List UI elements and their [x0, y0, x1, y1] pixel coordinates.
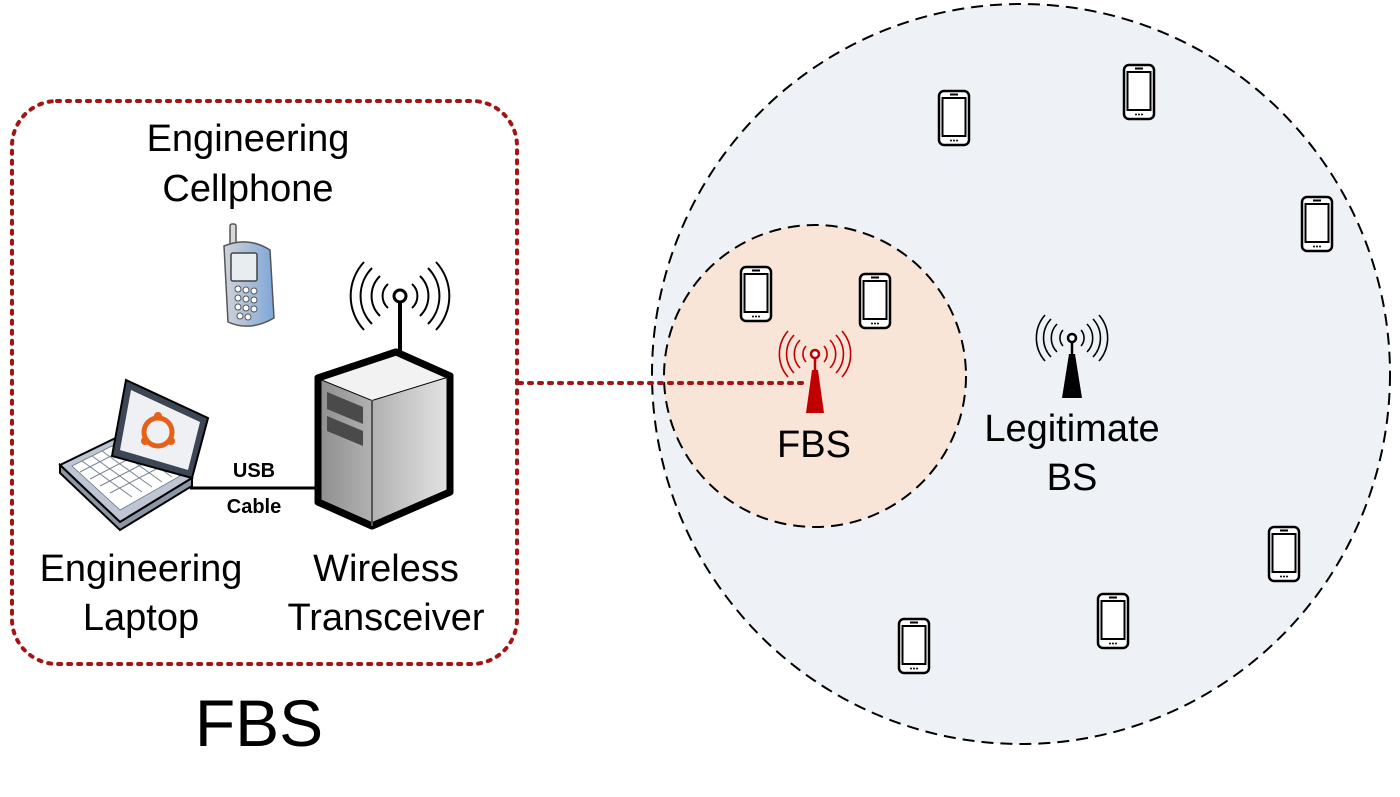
feature-phone-icon [223, 223, 275, 327]
fbs-cell-label: FBS [777, 424, 851, 466]
cellphone-label-line2: Cellphone [162, 168, 333, 210]
legitimate-bs-label-line1: Legitimate [984, 408, 1159, 450]
smartphone-icon [937, 89, 971, 147]
smartphone-icon [1122, 63, 1156, 121]
smartphone-icon [858, 272, 892, 330]
smartphone-icon [897, 617, 931, 675]
laptop-label-line1: Engineering [40, 548, 243, 590]
black-antenna-tower-icon [1035, 314, 1109, 398]
smartphone-icon [1300, 195, 1334, 253]
legitimate-bs-label-line2: BS [1047, 457, 1098, 499]
transceiver-label-line1: Wireless [313, 548, 459, 590]
cellphone-label-line1: Engineering [147, 118, 350, 160]
fbs-box [10, 99, 519, 666]
server-tower-icon [314, 261, 454, 530]
transceiver-label-line2: Transceiver [287, 597, 484, 639]
smartphone-icon [1267, 525, 1301, 583]
red-antenna-tower-icon [778, 330, 852, 413]
legitimate-cell [651, 3, 1391, 745]
laptop-label-line2: Laptop [83, 597, 199, 639]
fbs-box-title: FBS [195, 686, 323, 760]
cable-label-line1: USB [233, 460, 275, 482]
smartphone-icon [1096, 592, 1130, 650]
cable-label-line2: Cable [227, 496, 281, 518]
laptop-icon [58, 378, 210, 532]
smartphone-icon [739, 265, 773, 323]
